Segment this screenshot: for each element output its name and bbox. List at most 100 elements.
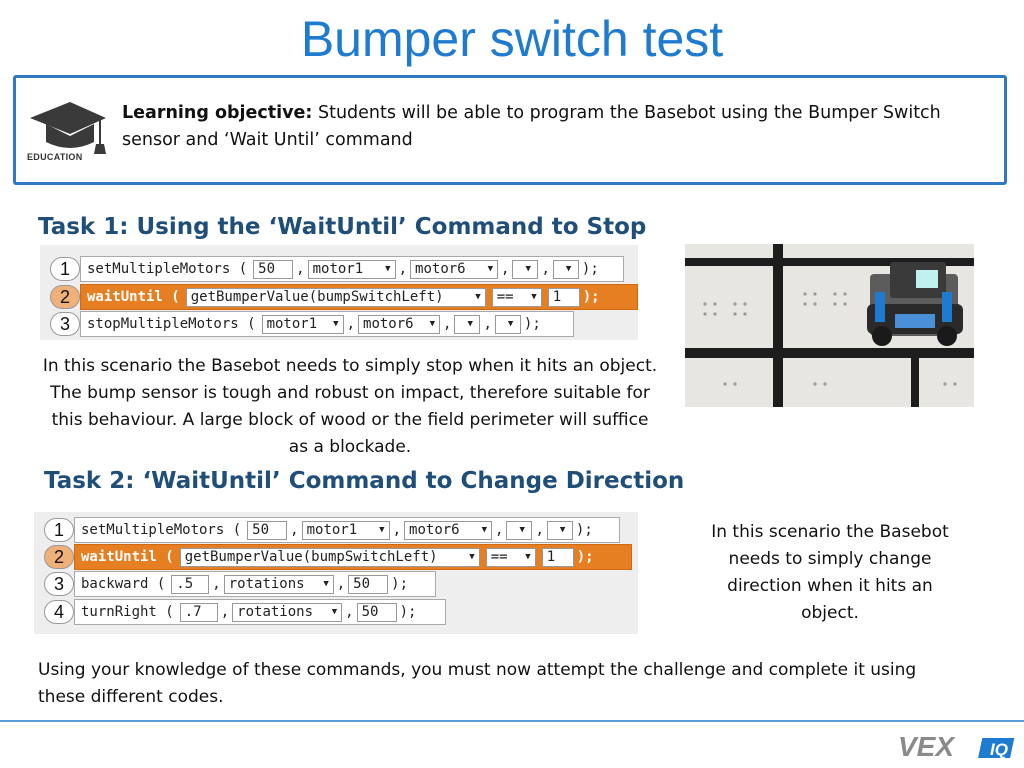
vex-iq-logo: VEX IQ [898, 731, 1015, 762]
slide-title: Bumper switch test [300, 11, 724, 67]
chevron-down-icon: ▼ [487, 264, 494, 274]
sensor-dropdown[interactable]: getBumperValue(bumpSwitchLeft) ▼ [185, 287, 486, 307]
objective-label: Learning objective: [122, 103, 313, 123]
unit-dropdown[interactable]: rotations ▼ [232, 602, 343, 622]
sensor-value: getBumperValue(bumpSwitchLeft) [184, 549, 438, 565]
unit-value: rotations [228, 576, 305, 592]
speed-field[interactable]: 50 [247, 520, 288, 540]
chevron-down-icon: ▼ [467, 319, 473, 329]
code-line[interactable]: setMultipleMotors ( 50, motor1▼, motor6▼… [80, 256, 624, 282]
task2-description: In this scenario the Basebot needs to si… [711, 522, 949, 623]
compare-value-field[interactable]: 1 [547, 287, 580, 307]
operator-dropdown[interactable]: == ▼ [491, 287, 542, 307]
statement-end: ); [581, 261, 599, 277]
motor-value: motor6 [415, 261, 466, 277]
motor-value: motor1 [312, 261, 364, 277]
function-name: backward ( [81, 576, 166, 592]
footer-divider [0, 720, 1024, 722]
chevron-down-icon: ▼ [475, 292, 481, 302]
speed-field[interactable]: 50 [348, 574, 389, 594]
chevron-down-icon: ▼ [525, 264, 531, 274]
sensor-value: getBumperValue(bumpSwitchLeft) [190, 289, 444, 305]
objective-text: Learning objective: Students will be abl… [122, 100, 982, 154]
chevron-down-icon: ▼ [507, 319, 514, 329]
operator-value: == [490, 549, 508, 565]
task1-description: In this scenario the Basebot needs to si… [42, 356, 658, 457]
statement-end: ); [399, 604, 417, 620]
line-number: 4 [44, 600, 74, 624]
motor-dropdown[interactable]: motor6 ▼ [358, 314, 441, 334]
motor-value: motor6 [409, 522, 460, 538]
closing-text: Using your knowledge of these commands, … [38, 660, 917, 707]
function-name: waitUntil ( [87, 289, 180, 305]
line-number: 2 [44, 545, 74, 569]
sensor-dropdown[interactable]: getBumperValue(bumpSwitchLeft) ▼ [179, 547, 480, 567]
chevron-down-icon: ▼ [379, 525, 385, 535]
function-name: setMultipleMotors ( [87, 261, 248, 277]
speed-field[interactable]: 50 [253, 259, 294, 279]
line-number: 2 [50, 285, 80, 309]
function-name: waitUntil ( [81, 549, 174, 565]
chevron-down-icon: ▼ [469, 552, 475, 562]
svg-text:IQ: IQ [990, 740, 1008, 759]
task2-code-block: 1 setMultipleMotors ( 50, motor1▼, motor… [34, 512, 638, 634]
motor-dropdown[interactable]: motor6 ▼ [404, 520, 493, 540]
motor-dropdown[interactable]: motor6 ▼ [410, 259, 499, 279]
learning-objective-box: EDUCATION Learning objective: Students w… [13, 75, 1007, 185]
code-line[interactable]: backward ( .5, rotations▼, 50 ); [74, 571, 436, 597]
statement-end: ); [523, 316, 541, 332]
task1-code-block: 1 setMultipleMotors ( 50, motor1▼, motor… [40, 245, 638, 340]
chevron-down-icon: ▼ [519, 525, 525, 535]
unit-dropdown[interactable]: rotations ▼ [223, 574, 334, 594]
line-number: 3 [44, 572, 74, 596]
operator-value: == [496, 289, 514, 305]
chevron-down-icon: ▼ [565, 264, 572, 274]
empty-dropdown[interactable]: ▼ [506, 520, 533, 540]
motor-dropdown[interactable]: motor1▼ [261, 314, 344, 334]
statement-end: ); [576, 549, 594, 565]
chevron-down-icon: ▼ [429, 319, 436, 329]
code-line-highlighted[interactable]: waitUntil ( getBumperValue(bumpSwitchLef… [80, 284, 638, 310]
chevron-down-icon: ▼ [531, 292, 537, 302]
amount-field[interactable]: .7 [179, 602, 218, 622]
line-number: 3 [50, 312, 80, 336]
amount-field[interactable]: .5 [171, 574, 210, 594]
graduation-cap-icon [30, 102, 106, 154]
chevron-down-icon: ▼ [333, 319, 339, 329]
operator-dropdown[interactable]: == ▼ [485, 547, 536, 567]
line-number: 1 [50, 257, 80, 281]
empty-dropdown[interactable]: ▼ [546, 520, 573, 540]
objective-body: Students will be able to program the Bas… [122, 103, 941, 150]
robot-photo [685, 244, 974, 407]
chevron-down-icon: ▼ [323, 579, 329, 589]
function-name: setMultipleMotors ( [81, 522, 242, 538]
svg-text:VEX: VEX [898, 731, 956, 762]
chevron-down-icon: ▼ [331, 607, 338, 617]
motor-dropdown[interactable]: motor1 ▼ [307, 259, 396, 279]
chevron-down-icon: ▼ [481, 525, 488, 535]
unit-value: rotations [237, 604, 314, 620]
code-line-highlighted[interactable]: waitUntil ( getBumperValue(bumpSwitchLef… [74, 544, 632, 570]
statement-end: ); [391, 576, 409, 592]
empty-dropdown[interactable]: ▼ [552, 259, 579, 279]
empty-dropdown[interactable]: ▼ [494, 314, 521, 334]
chevron-down-icon: ▼ [559, 525, 566, 535]
statement-end: ); [575, 522, 593, 538]
motor-value: motor6 [363, 316, 414, 332]
function-name: stopMultipleMotors ( [87, 316, 256, 332]
code-line[interactable]: stopMultipleMotors ( motor1▼, motor6▼, ▼… [80, 311, 574, 337]
function-name: turnRight ( [81, 604, 174, 620]
line-number: 1 [44, 518, 74, 542]
motor-dropdown[interactable]: motor1 ▼ [301, 520, 390, 540]
empty-dropdown[interactable]: ▼ [512, 259, 539, 279]
task1-heading: Task 1: Using the ‘WaitUntil’ Command to… [38, 214, 647, 240]
code-line[interactable]: setMultipleMotors ( 50, motor1▼, motor6▼… [74, 517, 620, 543]
compare-value-field[interactable]: 1 [541, 547, 574, 567]
motor-value: motor1 [306, 522, 358, 538]
task2-heading: Task 2: ‘WaitUntil’ Command to Change Di… [44, 468, 685, 494]
chevron-down-icon: ▼ [525, 552, 531, 562]
empty-dropdown[interactable]: ▼ [454, 314, 481, 334]
chevron-down-icon: ▼ [385, 264, 391, 274]
code-line[interactable]: turnRight ( .7, rotations▼, 50 ); [74, 599, 446, 625]
speed-field[interactable]: 50 [356, 602, 397, 622]
